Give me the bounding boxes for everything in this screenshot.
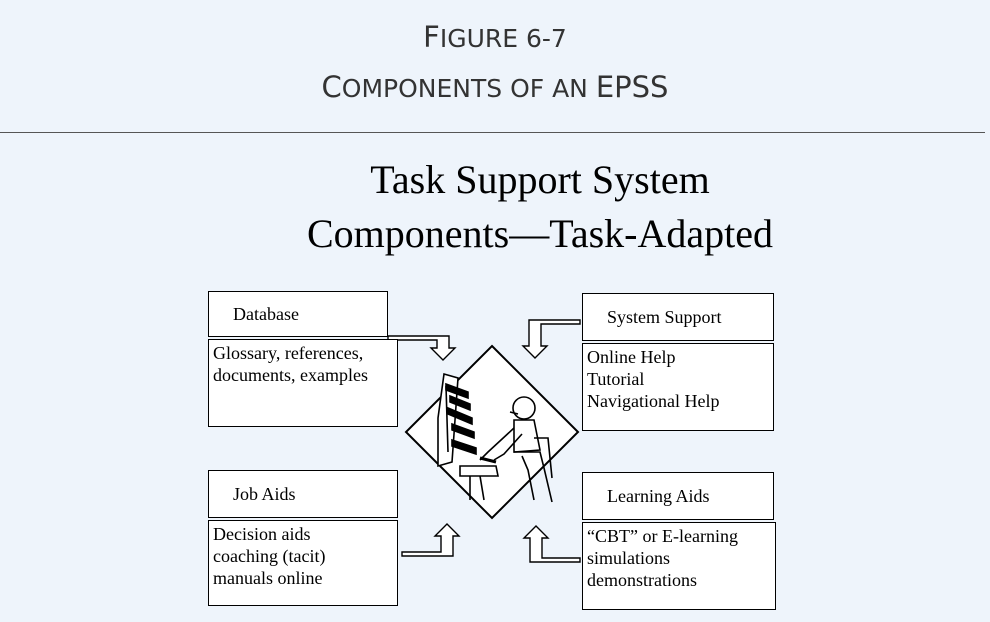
job-aids-item: coaching (tacit)	[213, 546, 326, 566]
learning-aids-label-box: Learning Aids	[582, 472, 774, 520]
job-aids-label-box: Job Aids	[208, 470, 398, 518]
system-support-item: Online Help	[587, 347, 676, 367]
system-support-item: Tutorial	[587, 369, 645, 389]
database-items-box: Glossary, references, documents, example…	[208, 339, 398, 427]
figure-header: FIGURE 6-7 COMPONENTS OF AN EPSS	[0, 0, 990, 130]
center-diamond	[404, 344, 580, 520]
job-aids-items-box: Decision aids coaching (tacit) manuals o…	[208, 520, 398, 606]
arrow-learning-aids	[522, 525, 581, 563]
figure-caption: COMPONENTS OF AN EPSS	[321, 70, 669, 104]
database-item: Glossary, references,	[213, 343, 364, 363]
learning-aids-item: simulations	[587, 548, 671, 568]
job-aids-item: Decision aids	[213, 524, 311, 544]
learning-aids-items-box: “CBT” or E-learning simulations demonstr…	[582, 522, 776, 610]
header-divider	[0, 132, 985, 133]
system-support-label-box: System Support	[582, 293, 774, 341]
diagram-title-line1: Task Support System	[370, 157, 710, 202]
system-support-item: Navigational Help	[587, 391, 720, 411]
database-label: Database	[233, 304, 299, 324]
learning-aids-item: “CBT” or E-learning	[587, 526, 738, 546]
learning-aids-item: demonstrations	[587, 570, 697, 590]
job-aids-label: Job Aids	[233, 484, 296, 504]
figure-number: FIGURE 6-7	[423, 20, 567, 54]
diagram-title-line2: Components—Task-Adapted	[306, 211, 773, 256]
system-support-items-box: Online Help Tutorial Navigational Help	[582, 343, 774, 431]
computer-worker-icon	[437, 372, 553, 503]
learning-aids-label: Learning Aids	[607, 486, 710, 506]
arrow-job-aids	[401, 523, 461, 557]
system-support-label: System Support	[607, 307, 722, 327]
database-item: documents, examples	[213, 365, 368, 385]
database-label-box: Database	[208, 291, 388, 337]
arrow-system-support	[521, 319, 581, 359]
arrow-database	[387, 335, 457, 361]
job-aids-item: manuals online	[213, 568, 323, 588]
